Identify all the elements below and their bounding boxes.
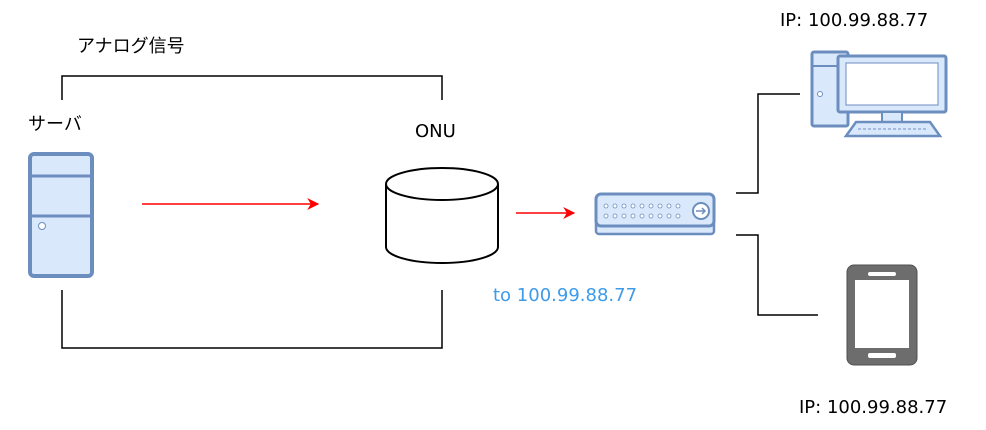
destination-label: to 100.99.88.77 bbox=[493, 285, 638, 306]
connector-router-to-phone bbox=[736, 234, 818, 316]
connector-router-to-pc bbox=[736, 93, 800, 194]
analog-signal-bracket-bottom bbox=[61, 290, 443, 349]
router-icon bbox=[594, 192, 716, 236]
desktop-computer-icon bbox=[810, 50, 948, 138]
onu-label: ONU bbox=[415, 121, 456, 142]
server-label: サーバ bbox=[28, 114, 82, 135]
cylinder-icon bbox=[385, 167, 499, 264]
analog-signal-bracket-top bbox=[61, 75, 443, 100]
server-icon bbox=[28, 152, 94, 278]
analog-signal-label: アナログ信号 bbox=[77, 36, 185, 57]
phone-ip-label: IP: 100.99.88.77 bbox=[799, 397, 948, 418]
smartphone-icon bbox=[846, 264, 918, 366]
pc-ip-label: IP: 100.99.88.77 bbox=[780, 10, 929, 31]
